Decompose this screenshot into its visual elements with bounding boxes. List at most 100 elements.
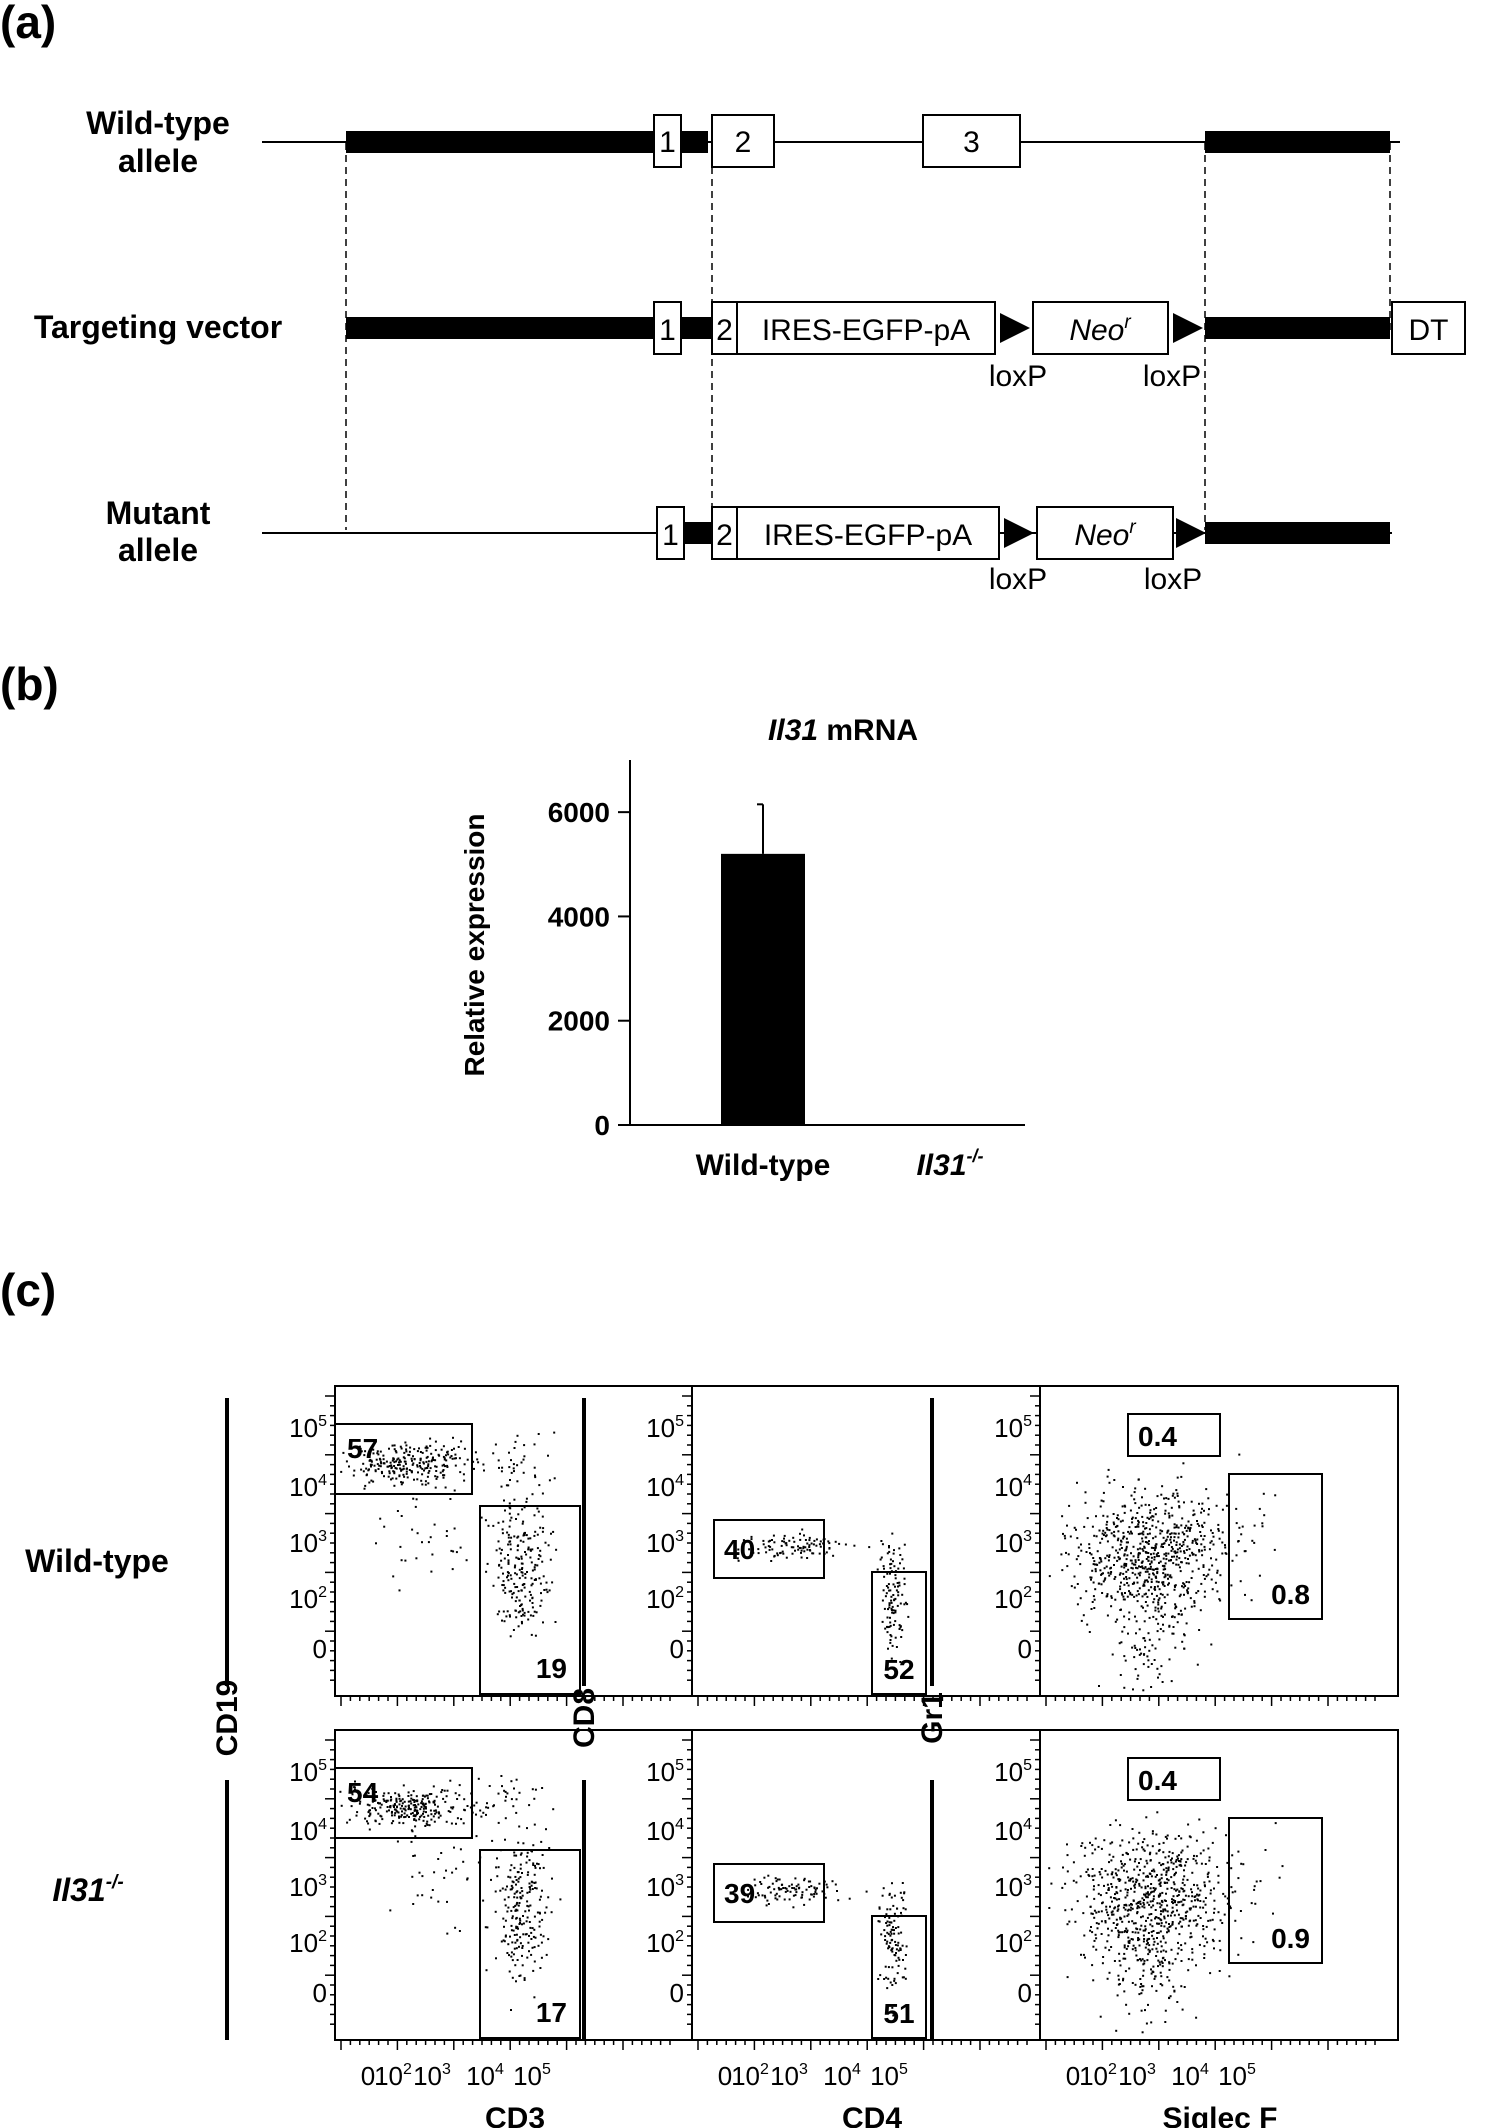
event-dot xyxy=(903,1603,906,1606)
event-dot xyxy=(1148,1638,1151,1641)
x-tick-label: 103 xyxy=(1118,2061,1156,2091)
event-dot xyxy=(402,1467,405,1470)
event-dot xyxy=(1068,1920,1071,1923)
event-dot xyxy=(1128,1904,1131,1907)
event-dot xyxy=(1152,1943,1155,1946)
event-dot xyxy=(424,1802,427,1805)
event-dot xyxy=(780,1888,783,1891)
event-dot xyxy=(521,1894,524,1897)
event-dot xyxy=(901,1882,904,1884)
event-dot xyxy=(503,1940,506,1943)
event-dot xyxy=(886,1987,889,1990)
event-dot xyxy=(492,1805,495,1808)
event-dot xyxy=(1164,2009,1167,2012)
event-dot xyxy=(1211,1564,1214,1567)
event-dot xyxy=(431,1889,434,1891)
event-dot xyxy=(1102,1572,1104,1575)
event-dot xyxy=(453,1447,455,1450)
event-dot xyxy=(1194,1539,1197,1542)
event-dot xyxy=(1104,1577,1107,1580)
event-dot xyxy=(1142,1985,1145,1988)
neo-box xyxy=(1032,301,1169,355)
event-dot xyxy=(548,1847,551,1849)
event-dot xyxy=(1138,1884,1141,1887)
event-dot xyxy=(521,1947,524,1949)
event-dot xyxy=(536,1547,539,1550)
event-dot xyxy=(765,1551,768,1554)
event-dot xyxy=(553,1477,556,1480)
event-dot xyxy=(539,1582,542,1585)
event-dot xyxy=(1182,1541,1185,1543)
event-dot xyxy=(533,1466,536,1469)
event-dot xyxy=(800,1549,803,1552)
event-dot xyxy=(1140,1992,1143,1995)
event-dot xyxy=(769,1545,772,1548)
event-dot xyxy=(1192,1857,1195,1860)
y-tick-label: 0 xyxy=(1018,1978,1032,2008)
loxp-label: loxP xyxy=(1143,360,1201,393)
event-dot xyxy=(1128,2012,1131,2015)
event-dot xyxy=(510,1884,513,1887)
event-dot xyxy=(1180,1948,1183,1951)
event-dot xyxy=(1105,1892,1108,1894)
event-dot xyxy=(1196,1538,1199,1541)
event-dot xyxy=(1178,1890,1181,1893)
event-dot xyxy=(516,1586,519,1588)
event-dot xyxy=(388,1447,390,1450)
event-dot xyxy=(536,1507,539,1510)
event-dot xyxy=(524,1573,527,1575)
event-dot xyxy=(1141,1540,1144,1543)
event-dot xyxy=(1144,1646,1147,1649)
flow-y-axis-label: Gr1 xyxy=(916,1692,949,1744)
event-dot xyxy=(778,1888,781,1890)
y-tick-label: 102 xyxy=(994,1584,1032,1614)
event-dot xyxy=(1139,1566,1142,1568)
event-dot xyxy=(1278,1876,1281,1879)
event-dot xyxy=(1203,1545,1206,1548)
event-dot xyxy=(1125,1570,1128,1573)
event-dot xyxy=(1117,1518,1120,1521)
event-dot xyxy=(881,1894,884,1897)
event-dot xyxy=(407,1800,410,1803)
event-dot xyxy=(1221,1508,1224,1511)
event-dot xyxy=(1173,1536,1176,1539)
y-tick-label: 105 xyxy=(994,1757,1032,1787)
event-dot xyxy=(413,1478,415,1481)
event-dot xyxy=(398,1474,401,1477)
event-dot xyxy=(1154,1535,1157,1538)
event-dot xyxy=(1106,1520,1109,1523)
event-dot xyxy=(411,1875,414,1878)
event-dot xyxy=(1182,1890,1185,1893)
event-dot xyxy=(1144,1503,1147,1506)
event-dot xyxy=(1155,1594,1158,1597)
event-dot xyxy=(400,1515,403,1517)
event-dot xyxy=(741,1887,744,1890)
event-dot xyxy=(1066,1854,1069,1857)
event-dot xyxy=(1159,1906,1162,1909)
event-dot xyxy=(1183,1550,1185,1553)
event-dot xyxy=(1116,1551,1119,1554)
y-tick-label: 102 xyxy=(994,1928,1032,1958)
event-dot xyxy=(1185,1861,1188,1864)
event-dot xyxy=(1162,1557,1165,1560)
event-dot xyxy=(413,1448,416,1451)
event-dot xyxy=(1171,1615,1174,1618)
event-dot xyxy=(888,1589,891,1592)
event-dot xyxy=(1206,1875,1209,1878)
event-dot xyxy=(531,1596,534,1599)
event-dot xyxy=(1098,1871,1101,1873)
event-dot xyxy=(1167,1497,1170,1500)
event-dot xyxy=(1127,1876,1130,1879)
event-dot xyxy=(1124,1881,1127,1884)
event-dot xyxy=(1209,1892,1212,1895)
event-dot xyxy=(416,1532,419,1535)
event-dot xyxy=(404,1815,407,1818)
event-dot xyxy=(395,1451,398,1454)
event-dot xyxy=(889,1558,892,1561)
event-dot xyxy=(521,1872,523,1874)
event-dot xyxy=(900,1911,902,1914)
event-dot xyxy=(507,1536,510,1539)
y-tick-label: 105 xyxy=(646,1757,684,1787)
event-dot xyxy=(736,1557,739,1560)
event-dot xyxy=(783,1540,786,1543)
